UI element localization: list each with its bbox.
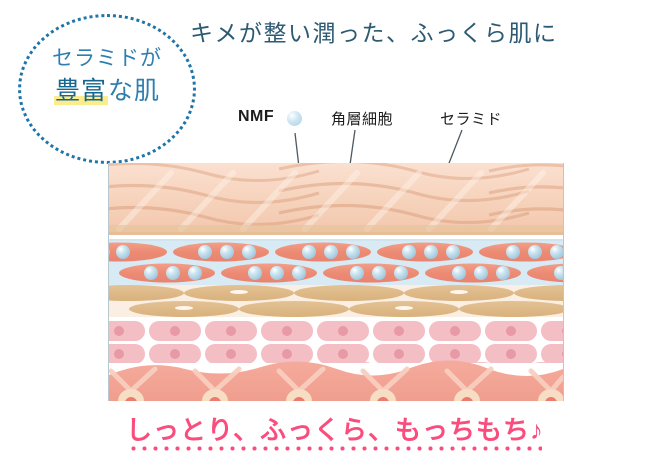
granular-row-1: [109, 285, 563, 301]
granular-row-2: [129, 301, 563, 317]
badge-line-1: セラミドが: [52, 47, 162, 70]
page-title: キメが整い潤った、ふっくら肌に: [190, 20, 558, 46]
corneocyte-row-2: [119, 263, 563, 283]
spinous-row-2: [109, 344, 563, 363]
label-corneocyte: 角層細胞: [331, 111, 394, 128]
spinous-row-1: [109, 321, 563, 341]
layer-stratum-corneum: [109, 239, 563, 285]
basal-cells: [109, 362, 563, 363]
layer-dermis: [109, 360, 563, 401]
nmf-dot-icon: [287, 111, 302, 126]
nmf-spheres-row-2: [144, 266, 563, 280]
skin-cross-section-diagram: [108, 163, 564, 401]
label-nmf: NMF: [238, 108, 275, 125]
layer-granular: [109, 285, 563, 317]
badge-line-2-rest: な肌: [108, 76, 161, 105]
nmf-spheres-row-1: [109, 245, 563, 259]
badge-highlight: 豊富: [53, 76, 108, 105]
skin-layers-svg: [109, 163, 563, 401]
slogan-text: しっとり、ふっくら、もっちもち♪: [126, 415, 544, 445]
badge-text: セラミドが 豊富な肌: [22, 46, 192, 107]
decorative-dotted-line: [128, 446, 542, 451]
badge-line-2: 豊富な肌: [53, 75, 161, 107]
layer-skin-surface: [109, 163, 563, 235]
dermis-follicles: [118, 389, 563, 401]
badge-circle-outline: [18, 14, 196, 164]
layer-spinous: [109, 317, 563, 363]
label-ceramide: セラミド: [440, 111, 503, 128]
